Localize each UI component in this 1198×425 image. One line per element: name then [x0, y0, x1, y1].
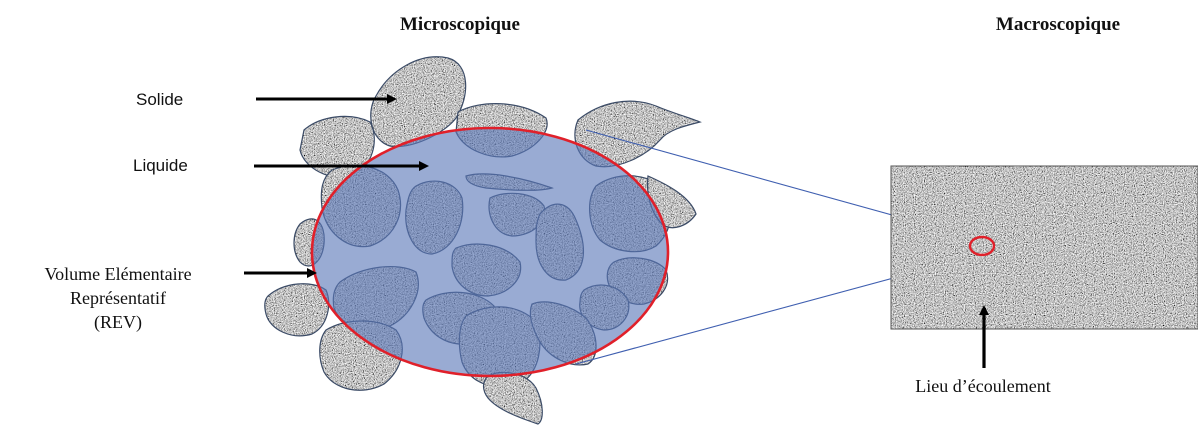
heading-microscopic: Microscopique: [400, 14, 520, 35]
label-solide: Solide: [136, 90, 183, 109]
label-liquide: Liquide: [133, 156, 188, 175]
grain: [265, 284, 329, 336]
label-rev-line3: (REV): [94, 312, 142, 333]
macroscopic-medium: [891, 166, 1198, 329]
grain: [484, 372, 543, 424]
heading-macroscopic: Macroscopique: [996, 14, 1120, 35]
label-rev-line2: Représentatif: [70, 288, 166, 308]
label-rev-line1: Volume Elémentaire: [44, 264, 191, 284]
label-lieu: Lieu d’écoulement: [915, 376, 1050, 396]
